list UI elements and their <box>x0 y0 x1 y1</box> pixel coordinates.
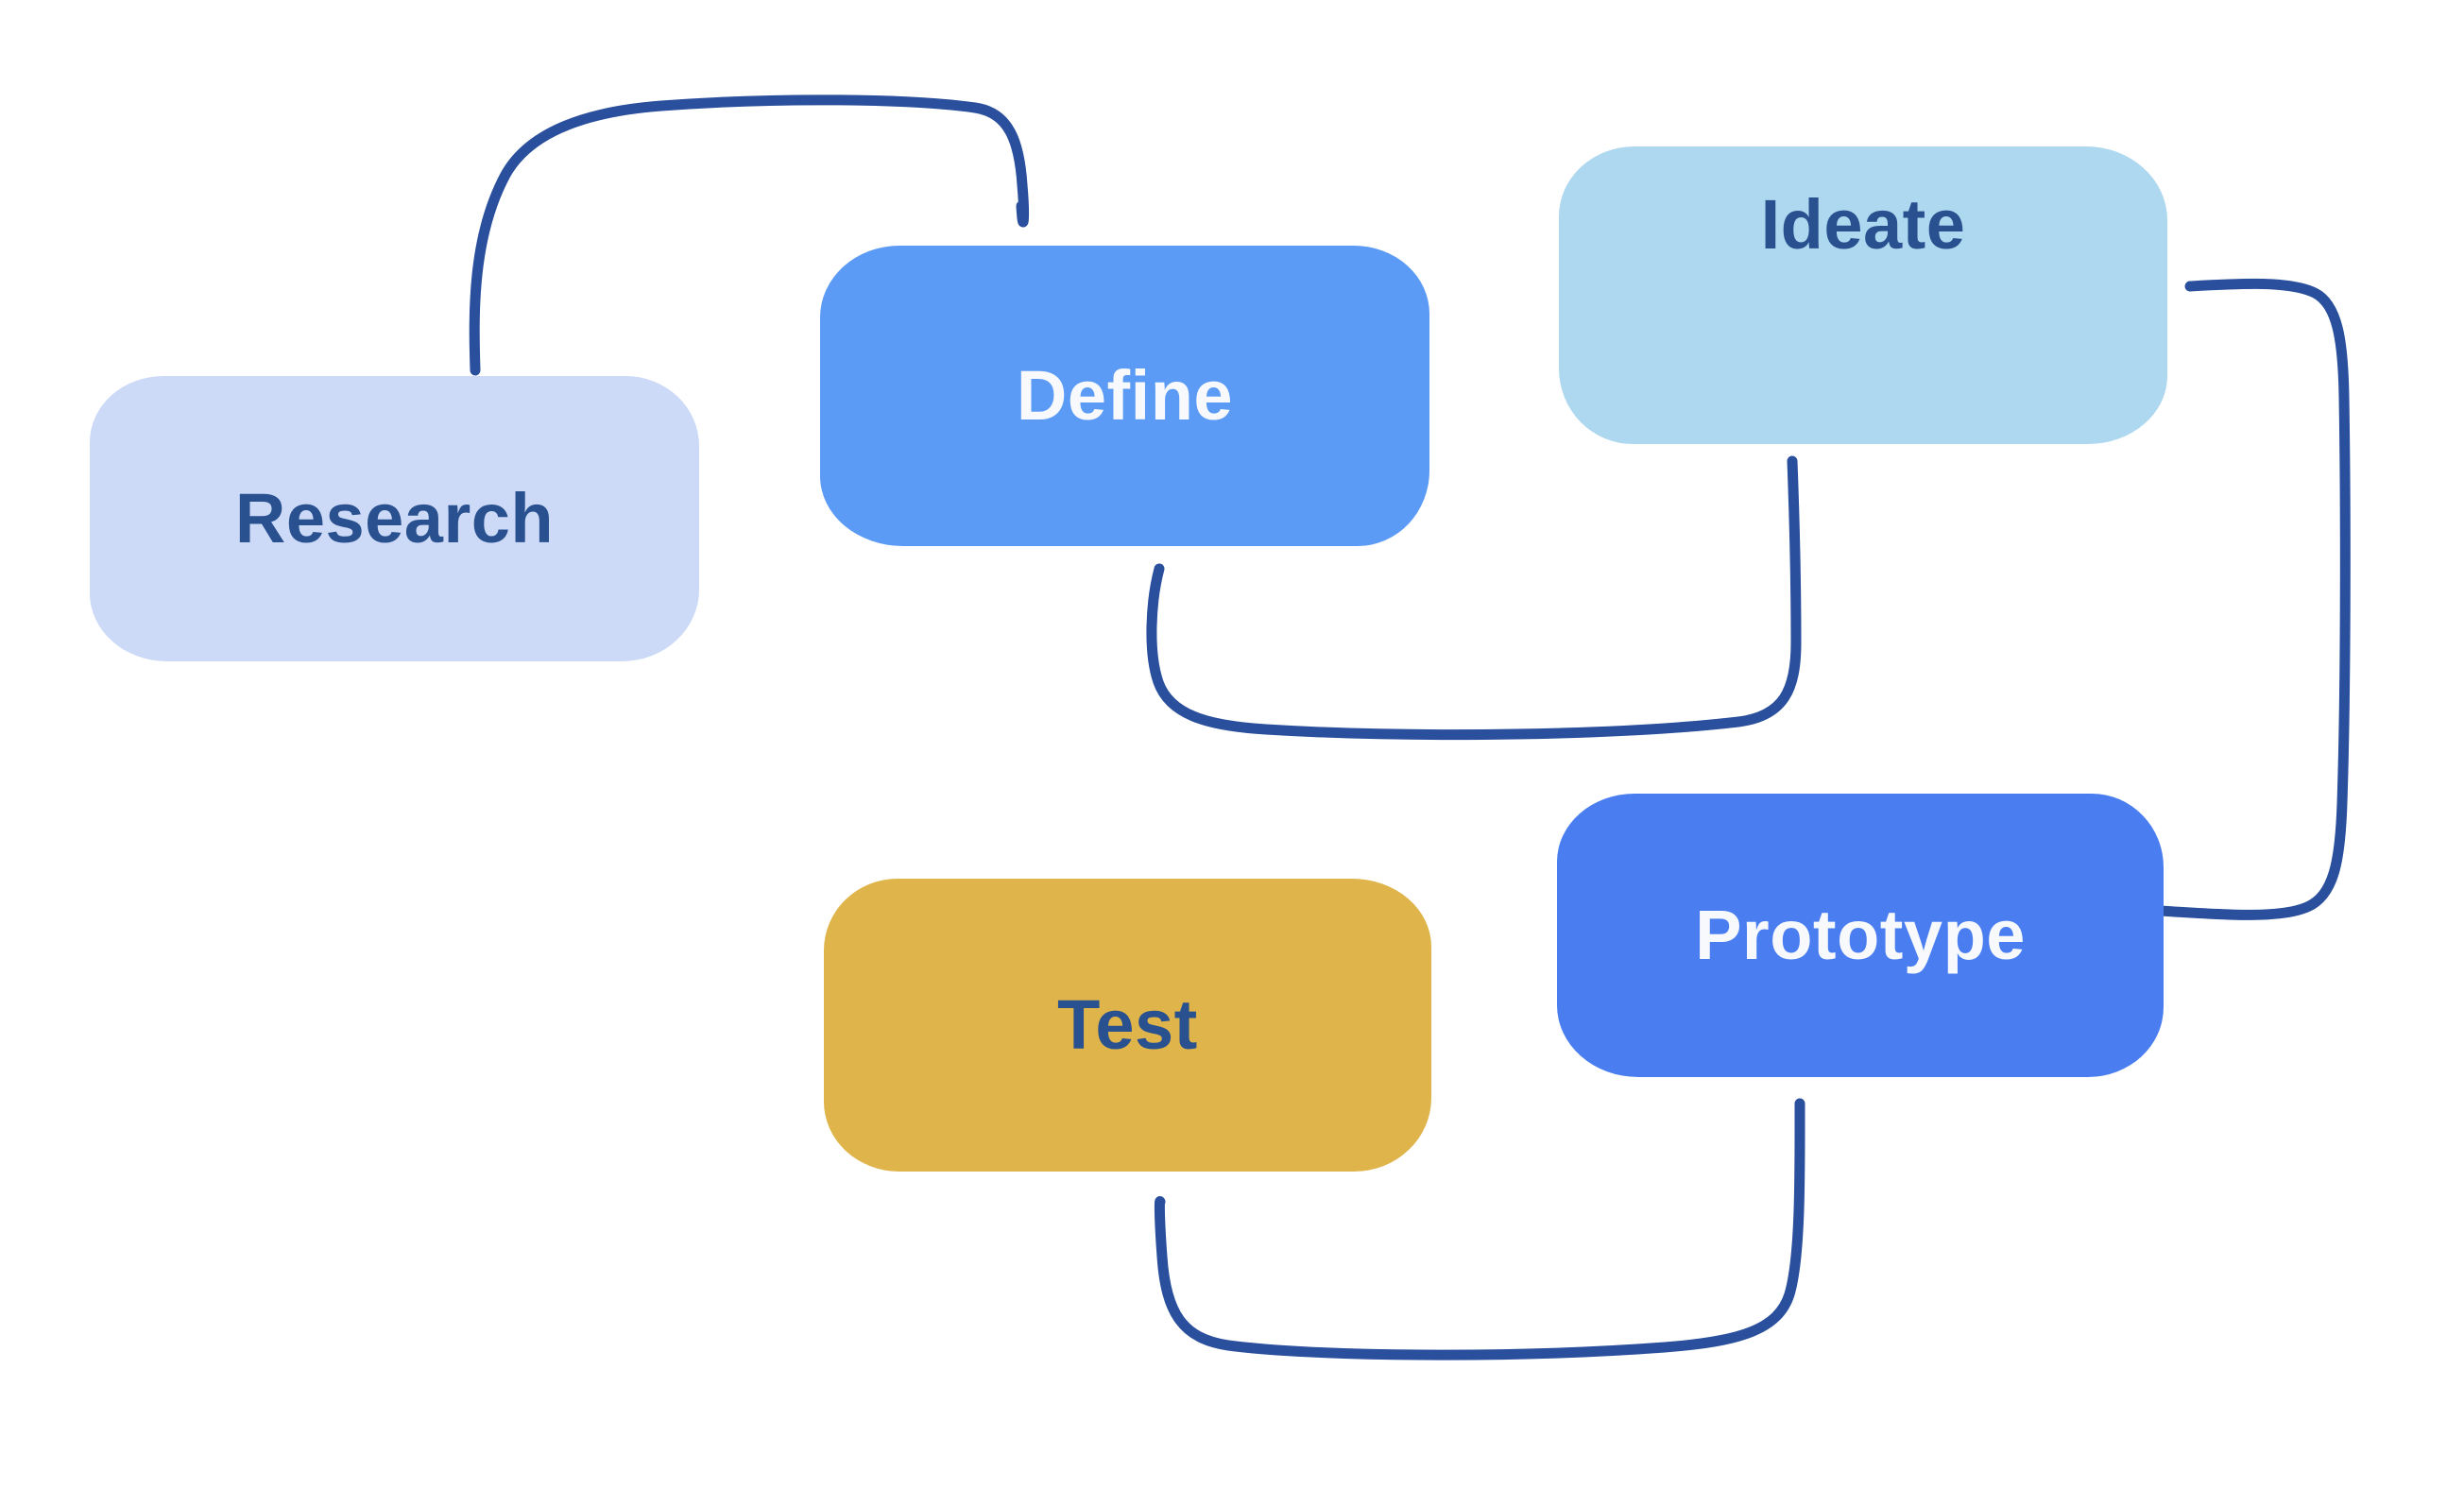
node-prototype-label: Prototype <box>1695 896 2026 974</box>
connector-prototype-test <box>1154 1098 1805 1361</box>
connector-research-define <box>469 94 1030 376</box>
node-research-label: Research <box>234 479 555 557</box>
node-test[interactable]: Test <box>824 879 1431 1172</box>
node-define-label: Define <box>1016 356 1234 435</box>
node-define[interactable]: Define <box>820 246 1429 546</box>
node-research[interactable]: Research <box>90 376 699 661</box>
node-ideate[interactable]: Ideate <box>1559 146 2167 444</box>
node-test-label: Test <box>1057 985 1198 1064</box>
connector-ideate-prototype <box>2154 278 2351 920</box>
node-prototype[interactable]: Prototype <box>1557 794 2164 1077</box>
connector-define-ideate <box>1146 455 1802 741</box>
node-ideate-label: Ideate <box>1760 185 1966 264</box>
